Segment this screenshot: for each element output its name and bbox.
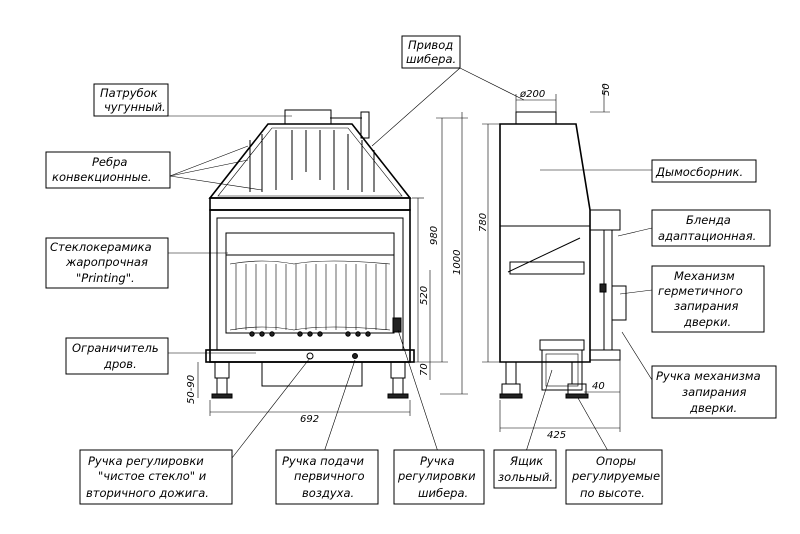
blende (589, 209, 621, 231)
svg-text:Бленда: Бленда (686, 213, 731, 227)
side-body (499, 123, 591, 363)
side-leg-left (501, 383, 521, 395)
side-flue (515, 111, 557, 125)
log-guard-ornament (249, 331, 371, 337)
dim-780: 780 (478, 213, 489, 232)
side-leg-right (567, 383, 587, 395)
svg-text:регулировки: регулировки (397, 469, 476, 483)
svg-text:жаропрочная: жаропрочная (65, 255, 148, 269)
flue-collar (284, 109, 332, 125)
svg-text:Ящик: Ящик (509, 454, 543, 468)
label-blenda: Бленда адаптационная. (651, 209, 771, 247)
svg-text:Ограничитель: Ограничитель (72, 341, 159, 355)
ash-drawer-front (261, 361, 363, 387)
bottom-bar (205, 349, 415, 363)
svg-text:Ручка механизма: Ручка механизма (656, 369, 761, 383)
svg-text:герметичного: герметичного (658, 284, 743, 298)
dim-425: 425 (547, 430, 566, 441)
label-yashchik: Ящик зольный. (493, 449, 557, 489)
svg-text:Ручка: Ручка (420, 454, 455, 468)
label-ruchka-shiber: Ручка регулировки шибера. (393, 449, 485, 505)
label-mehanizm: Механизм герметичного запирания дверки. (651, 265, 765, 333)
front-dimensions (197, 112, 468, 416)
damper-knob (392, 317, 402, 333)
dim-70: 70 (419, 363, 430, 376)
svg-text:Ребра: Ребра (92, 155, 127, 169)
svg-text:запирания: запирания (674, 299, 738, 313)
leg-left (216, 377, 228, 395)
label-opory: Опоры регулируемые по высоте. (565, 449, 663, 505)
svg-text:Привод: Привод (408, 38, 453, 52)
svg-text:дверки.: дверки. (683, 315, 731, 329)
damper-drive-rod (360, 111, 370, 139)
svg-text:конвекционные.: конвекционные. (52, 170, 152, 184)
glass-print-pattern (229, 260, 391, 331)
label-ogranichitel: Ограничитель дров. (65, 337, 169, 375)
label-dymosbornik: Дымосборник. (651, 159, 757, 183)
dim-diameter: ø200 (519, 89, 545, 100)
svg-text:шибера.: шибера. (406, 52, 456, 66)
leader-lines (168, 67, 653, 459)
svg-text:зольный.: зольный. (498, 470, 553, 484)
svg-text:"Printing".: "Printing". (76, 271, 135, 285)
dim-1000: 1000 (452, 250, 463, 275)
side-view (499, 111, 627, 399)
label-patrubok: Патрубок чугунный. (93, 83, 169, 117)
svg-text:чугунный.: чугунный. (104, 100, 166, 114)
svg-text:Ручка подачи: Ручка подачи (282, 454, 365, 468)
convection-ribs (249, 130, 375, 192)
primary-air-knob (352, 353, 358, 359)
top-frame (209, 197, 411, 211)
svg-text:Механизм: Механизм (674, 269, 735, 283)
svg-text:вторичного дожига.: вторичного дожига. (86, 486, 209, 500)
label-ruchka-mehanizma: Ручка механизма запирания дверки. (651, 365, 777, 419)
svg-text:"чистое стекло" и: "чистое стекло" и (98, 469, 207, 483)
svg-text:адаптационная.: адаптационная. (658, 229, 756, 243)
svg-text:дверки.: дверки. (689, 401, 737, 415)
leg-right (392, 377, 404, 395)
label-rebra: Ребра конвекционные. (45, 151, 171, 189)
dim-980: 980 (429, 226, 440, 245)
svg-text:первичного: первичного (294, 469, 365, 483)
front-view (205, 109, 415, 399)
dim-692: 692 (300, 414, 319, 425)
label-ruchka-vozduh: Ручка подачи первичного воздуха. (275, 449, 379, 505)
svg-text:Дымосборник.: Дымосборник. (655, 165, 743, 179)
dim-50-90: 50-90 (186, 375, 197, 404)
label-privod: Привод шибера. (401, 35, 461, 69)
label-steklo: Стеклокерамика жаропрочная "Printing". (45, 237, 169, 289)
dim-520: 520 (419, 286, 430, 305)
svg-text:запирания: запирания (682, 385, 746, 399)
svg-text:регулируемые: регулируемые (571, 469, 660, 483)
svg-text:дров.: дров. (103, 357, 137, 371)
svg-text:воздуха.: воздуха. (302, 486, 354, 500)
svg-text:по высоте.: по высоте. (580, 486, 645, 500)
svg-text:шибера.: шибера. (418, 486, 468, 500)
glass-ceramic (225, 232, 395, 256)
clean-glass-knob (306, 352, 314, 360)
svg-text:Патрубок: Патрубок (100, 86, 158, 100)
label-ruchka-steklo: Ручка регулировки "чистое стекло" и втор… (79, 449, 233, 505)
svg-text:Стеклокерамика: Стеклокерамика (50, 240, 152, 254)
svg-text:Опоры: Опоры (596, 454, 636, 468)
svg-text:Ручка регулировки: Ручка регулировки (88, 454, 204, 468)
lock-mechanism (611, 285, 627, 321)
side-dimensions (482, 84, 621, 432)
dim-40: 40 (592, 381, 605, 392)
dim-50-top: 50 (601, 83, 612, 96)
